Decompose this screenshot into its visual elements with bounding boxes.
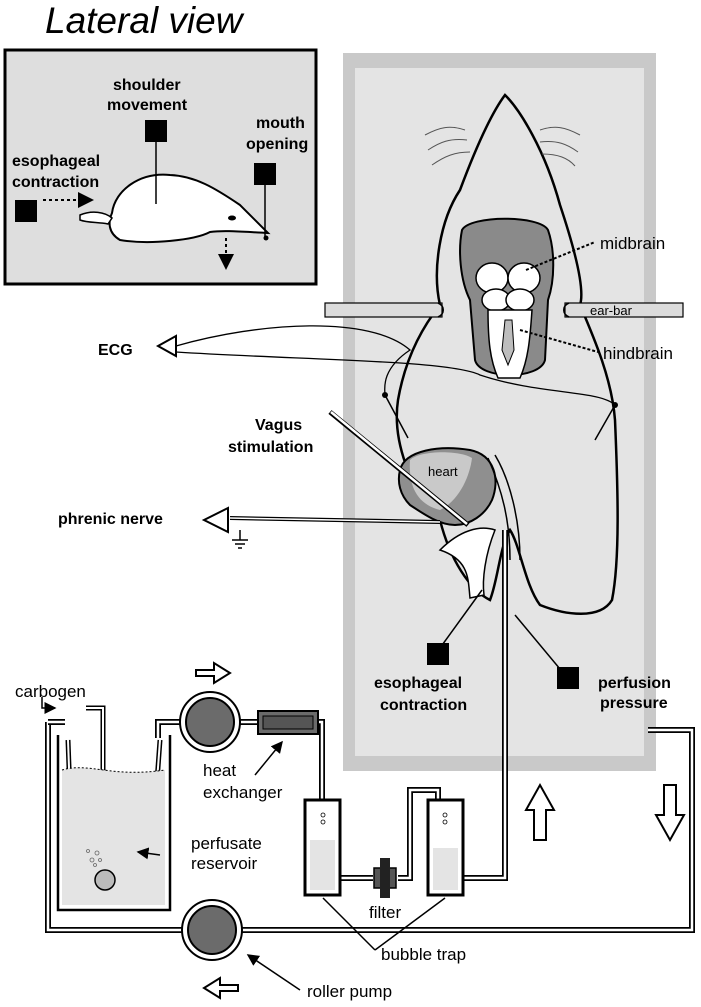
flow-arrow-down-icon — [654, 784, 686, 843]
vagus-label-1: Vagus — [255, 417, 302, 434]
ecg-connector-icon — [155, 334, 177, 358]
heat-exchanger-label-2: exchanger — [203, 783, 283, 802]
reservoir-label-2: reservoir — [191, 854, 257, 873]
heat-exchanger-label-1: heat — [203, 761, 236, 780]
perfusate-reservoir — [56, 735, 172, 912]
ecg-label: ECG — [98, 342, 133, 359]
filter-element — [373, 858, 397, 898]
filter-label: filter — [369, 903, 401, 922]
shoulder-label-1: shoulder — [113, 77, 181, 94]
flow-arrow-left-icon — [202, 976, 239, 1000]
esoph-inset-label-1: esophageal — [12, 153, 100, 170]
right-ear-bar — [564, 302, 684, 318]
esophageal-sensor-inset-icon — [15, 200, 37, 222]
carbogen-label: carbogen — [15, 682, 86, 701]
left-ear-bar — [324, 302, 443, 318]
esophageal-sensor-icon — [427, 643, 449, 665]
mouth-sensor-icon — [254, 163, 276, 185]
perfusion-sensor-icon — [557, 667, 579, 689]
esophageal-label-2: contraction — [380, 697, 467, 714]
lateral-view-inset: shoulder movement mouth opening esophage… — [3, 48, 318, 286]
reservoir-label-1: perfusate — [191, 834, 262, 853]
perfusion-circuit — [41, 530, 695, 933]
shoulder-sensor-icon — [145, 120, 167, 142]
esophageal-label-1: esophageal — [374, 675, 462, 692]
lower-roller-pump — [181, 899, 243, 961]
bubble-trap-2 — [426, 798, 465, 897]
roller-pump-label: roller pump — [307, 982, 392, 1001]
rat-top-view — [155, 93, 684, 689]
heart-label: heart — [428, 464, 458, 479]
flow-arrow-right-icon — [195, 661, 232, 685]
mouth-label-1: mouth — [256, 115, 305, 132]
vagus-label-2: stimulation — [228, 439, 313, 456]
diagram-title: Lateral view — [45, 0, 245, 41]
bubble-trap-label: bubble trap — [381, 945, 466, 964]
bubble-trap-1 — [303, 798, 342, 897]
ear-bar-label: ear-bar — [590, 303, 633, 318]
shoulder-label-2: movement — [107, 97, 188, 114]
phrenic-connector-icon — [201, 506, 229, 534]
perfusion-label-1: perfusion — [598, 675, 671, 692]
hindbrain-label: hindbrain — [603, 344, 673, 363]
upper-roller-pump — [179, 691, 241, 753]
phrenic-nerve-label: phrenic nerve — [58, 511, 163, 528]
esoph-inset-label-2: contraction — [12, 174, 99, 191]
mouth-label-2: opening — [246, 136, 308, 153]
flow-arrow-up-icon — [524, 782, 556, 841]
perfusion-label-2: pressure — [600, 695, 668, 712]
midbrain-label: midbrain — [600, 234, 665, 253]
